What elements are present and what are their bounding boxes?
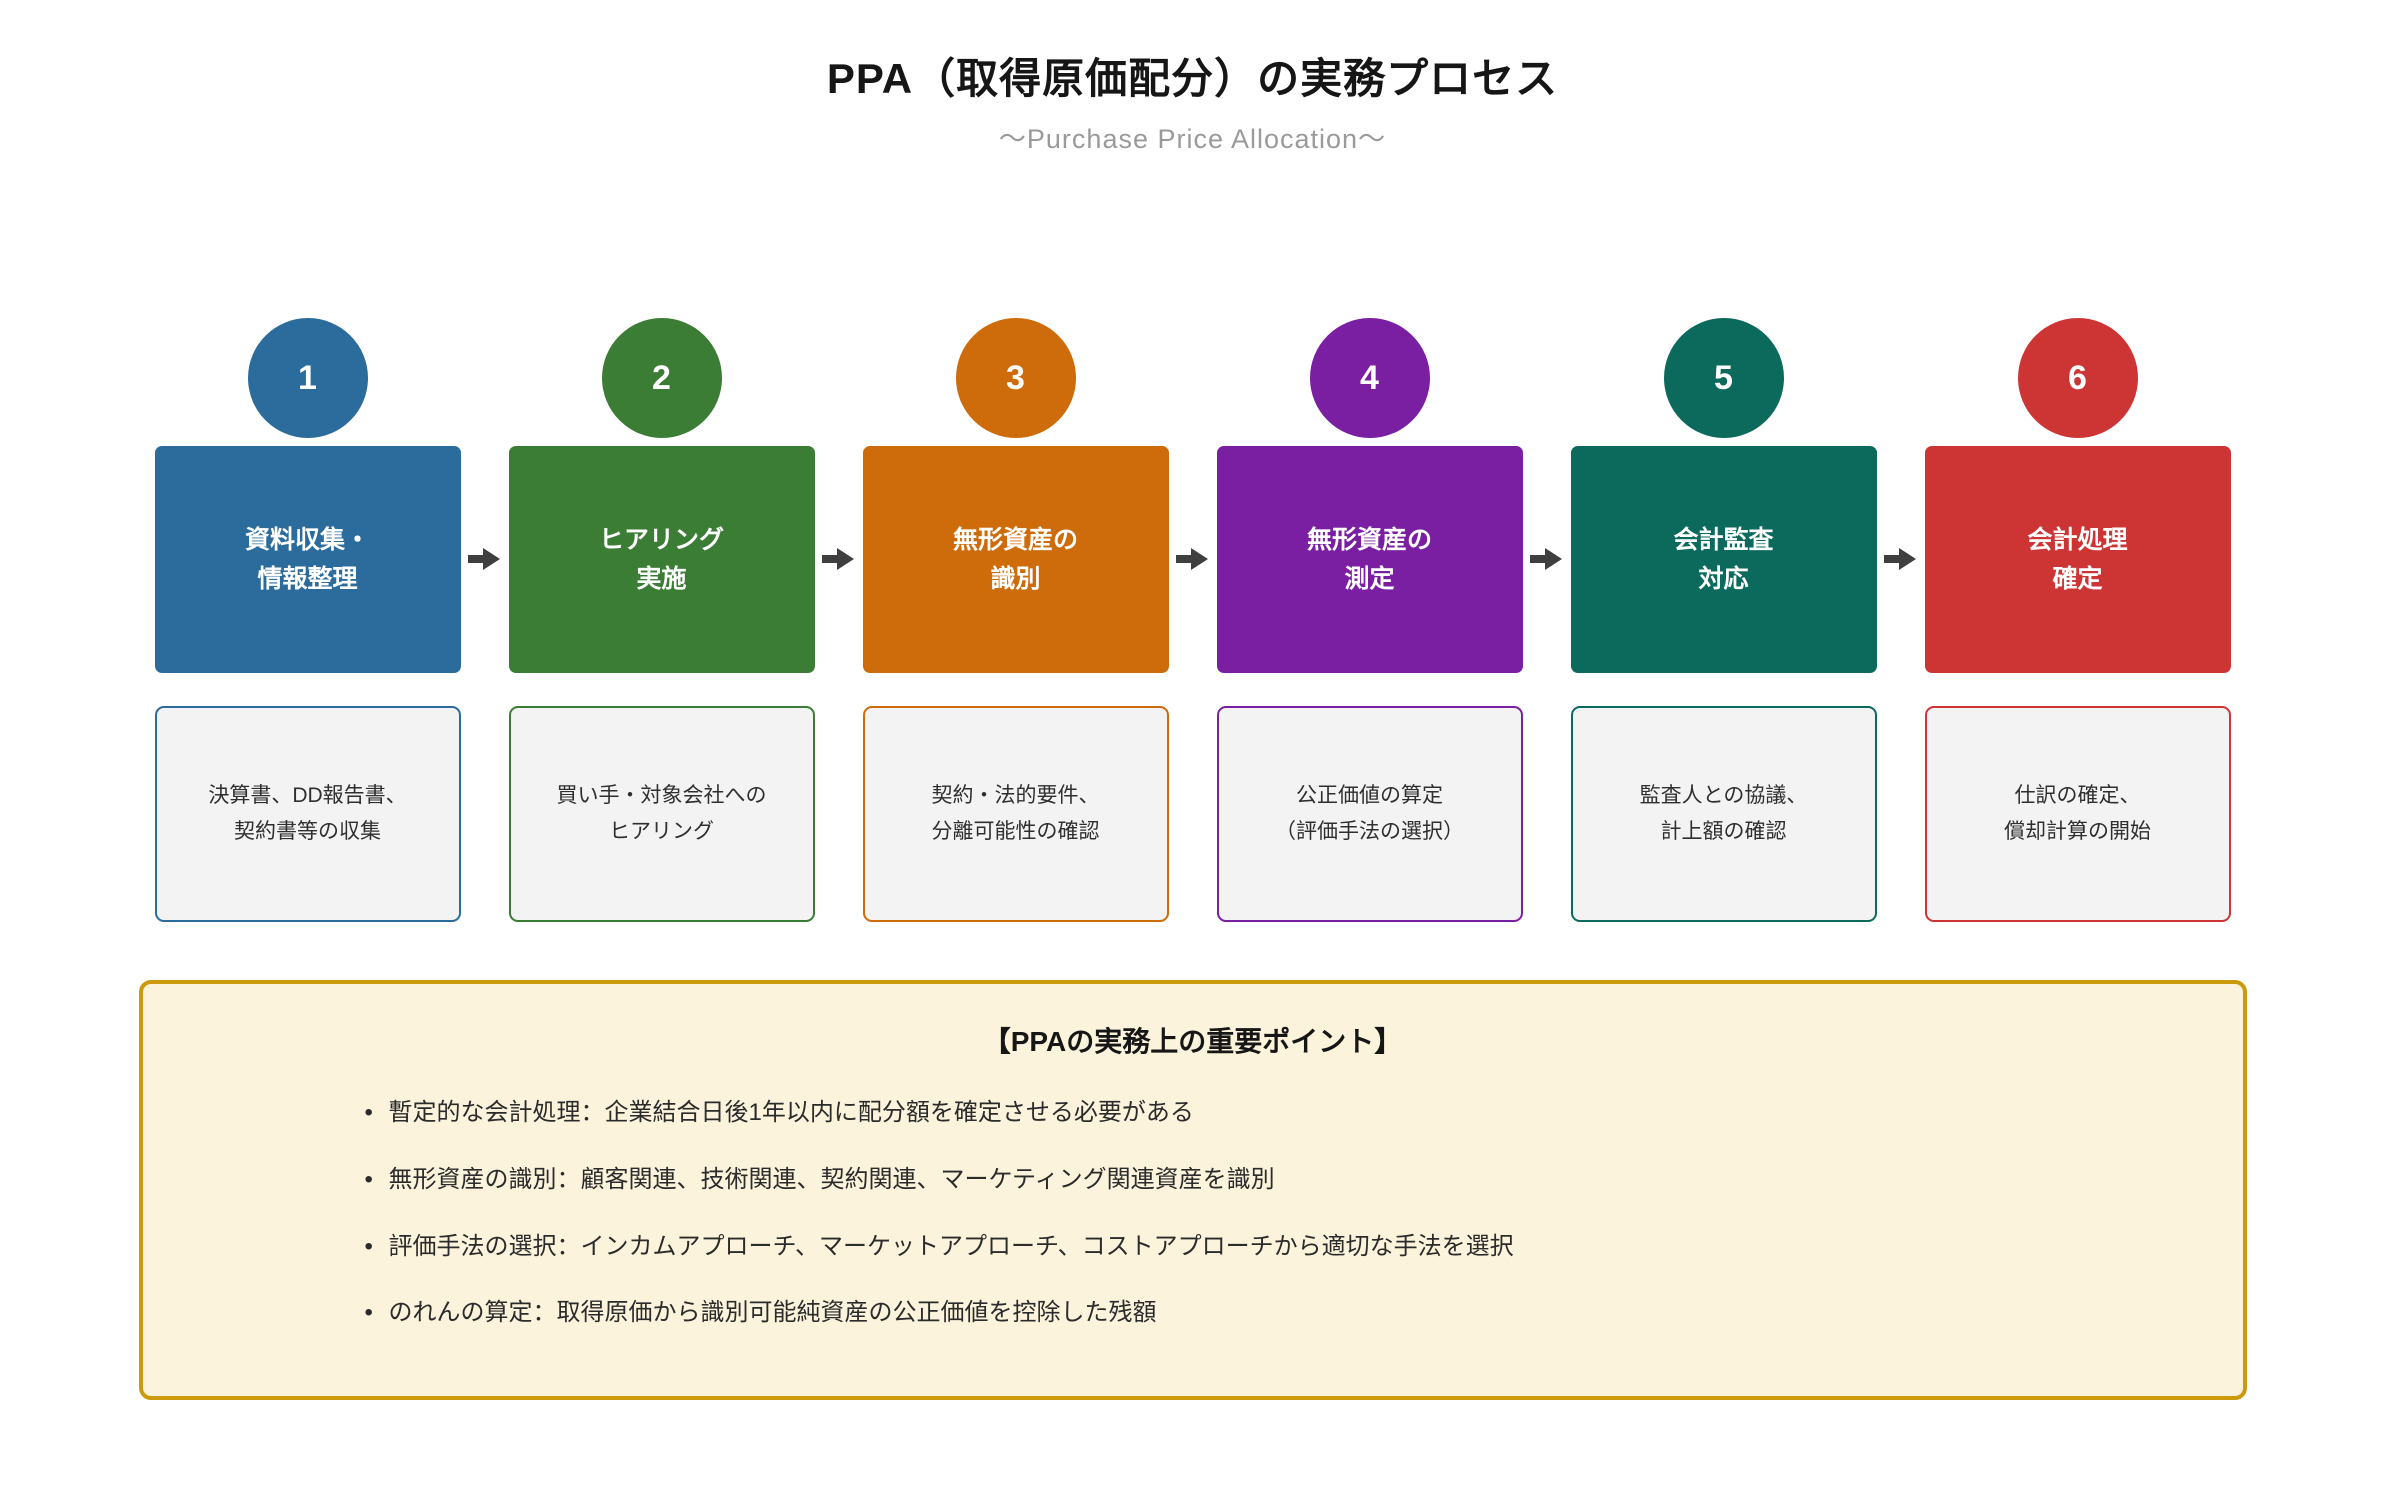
- step-desc: 契約・法的要件、 分離可能性の確認: [932, 778, 1100, 849]
- step-desc-line: 監査人との協議、: [1639, 784, 1808, 808]
- step-desc: 公正価値の算定 （評価手法の選択）: [1275, 778, 1464, 849]
- step-desc-line: 契約書等の収集: [234, 820, 381, 843]
- step-number-badge: 1: [247, 318, 368, 438]
- step-desc-line: 契約・法的要件、: [931, 784, 1100, 808]
- step-column-4: 4 無形資産の 測定 公正価値の算定 （評価手法の選択）: [1216, 318, 1523, 922]
- step-title-line: 資料収集・: [244, 525, 370, 554]
- step-title: 資料収集・ 情報整理: [245, 521, 370, 599]
- step-title-line: 会計処理: [2027, 525, 2128, 554]
- step-title-line: ヒアリング: [598, 525, 724, 554]
- step-desc-box: 買い手・対象会社への ヒアリング: [508, 706, 815, 922]
- step-desc-line: 買い手・対象会社への: [556, 784, 767, 808]
- step-title-line: 会計監査: [1673, 525, 1774, 554]
- key-points-title: 【PPAの実務上の重要ポイント】: [982, 1026, 1403, 1057]
- page-title: PPA（取得原価配分）の実務プロセス: [826, 55, 1559, 102]
- step-desc-line: 分離可能性の確認: [931, 820, 1100, 843]
- step-column-2: 2 ヒアリング 実施 買い手・対象会社への ヒアリング: [508, 318, 815, 922]
- step-title-box: 資料収集・ 情報整理: [154, 446, 461, 673]
- step-number-badge: 2: [601, 318, 722, 438]
- arrow-right-icon: [821, 548, 854, 570]
- step-title: 会計処理 確定: [2027, 521, 2127, 599]
- step-column-1: 1 資料収集・ 情報整理 決算書、DD報告書、 契約書等の収集: [154, 318, 461, 922]
- step-connector: [1169, 547, 1217, 571]
- process-steps-row: 1 資料収集・ 情報整理 決算書、DD報告書、 契約書等の収集: [0, 318, 2385, 922]
- step-number-badge: 5: [1663, 318, 1784, 438]
- step-number: 2: [652, 358, 671, 397]
- step-title: 会計監査 対応: [1673, 521, 1773, 599]
- step-connector: [1877, 547, 1925, 571]
- page-subtitle: ～Purchase Price Allocation～: [998, 124, 1387, 154]
- key-points-panel: 【PPAの実務上の重要ポイント】 暫定的な会計処理：企業結合日後1年以内に配分額…: [138, 980, 2247, 1400]
- arrow-right-icon: [1529, 548, 1562, 570]
- step-desc: 買い手・対象会社への ヒアリング: [557, 778, 767, 849]
- step-desc-line: 計上額の確認: [1660, 820, 1787, 843]
- step-title: 無形資産の 識別: [953, 521, 1078, 599]
- step-desc-line: 公正価値の算定: [1296, 784, 1443, 808]
- key-point-item: 無形資産の識別：顧客関連、技術関連、契約関連、マーケティング関連資産を識別: [363, 1163, 2183, 1197]
- step-desc: 仕訳の確定、 償却計算の開始: [2004, 778, 2151, 849]
- key-point-item: のれんの算定：取得原価から識別可能純資産の公正価値を控除した残額: [363, 1296, 2183, 1330]
- step-title-line: 情報整理: [257, 564, 358, 593]
- key-points-list: 暫定的な会計処理：企業結合日後1年以内に配分額を確定させる必要がある 無形資産の…: [203, 1096, 2183, 1329]
- step-number-badge: 6: [2017, 318, 2138, 438]
- step-desc-box: 仕訳の確定、 償却計算の開始: [1924, 706, 2231, 922]
- step-title-box: 会計監査 対応: [1570, 446, 1877, 673]
- diagram-header: PPA（取得原価配分）の実務プロセス ～Purchase Price Alloc…: [0, 0, 2385, 153]
- step-number: 4: [1360, 358, 1379, 397]
- step-desc-line: （評価手法の選択）: [1275, 820, 1464, 843]
- step-desc-box: 公正価値の算定 （評価手法の選択）: [1216, 706, 1523, 922]
- step-desc-box: 監査人との協議、 計上額の確認: [1570, 706, 1877, 922]
- step-title-line: 確定: [2052, 564, 2103, 593]
- arrow-right-icon: [1883, 548, 1916, 570]
- step-desc: 決算書、DD報告書、 契約書等の収集: [208, 778, 406, 849]
- step-title-line: 無形資産の: [1306, 525, 1432, 554]
- step-desc-box: 決算書、DD報告書、 契約書等の収集: [154, 706, 461, 922]
- step-desc-line: 償却計算の開始: [2004, 820, 2151, 843]
- step-title-box: ヒアリング 実施: [508, 446, 815, 673]
- step-title-line: 識別: [990, 564, 1041, 593]
- step-connector: [461, 547, 509, 571]
- step-title-box: 無形資産の 測定: [1216, 446, 1523, 673]
- step-connector: [1523, 547, 1571, 571]
- arrow-right-icon: [1175, 548, 1208, 570]
- arrow-right-icon: [467, 548, 500, 570]
- step-desc-box: 契約・法的要件、 分離可能性の確認: [862, 706, 1169, 922]
- step-number: 1: [298, 358, 317, 397]
- step-desc: 監査人との協議、 計上額の確認: [1640, 778, 1808, 849]
- step-title-line: 無形資産の: [952, 525, 1078, 554]
- key-point-item: 評価手法の選択：インカムアプローチ、マーケットアプローチ、コストアプローチから適…: [363, 1230, 2183, 1264]
- step-desc-line: 仕訳の確定、: [2014, 784, 2141, 808]
- step-title-line: 測定: [1344, 564, 1395, 593]
- key-point-item: 暫定的な会計処理：企業結合日後1年以内に配分額を確定させる必要がある: [363, 1096, 2183, 1130]
- step-column-5: 5 会計監査 対応 監査人との協議、 計上額の確認: [1570, 318, 1877, 922]
- step-title-line: 対応: [1698, 564, 1749, 593]
- step-number: 6: [2068, 358, 2087, 397]
- step-number: 3: [1006, 358, 1025, 397]
- step-title-box: 無形資産の 識別: [862, 446, 1169, 673]
- step-title-box: 会計処理 確定: [1924, 446, 2231, 673]
- step-column-6: 6 会計処理 確定 仕訳の確定、 償却計算の開始: [1924, 318, 2231, 922]
- step-title: 無形資産の 測定: [1307, 521, 1432, 599]
- step-column-3: 3 無形資産の 識別 契約・法的要件、 分離可能性の確認: [862, 318, 1169, 922]
- step-desc-line: 決算書、DD報告書、: [208, 784, 407, 808]
- step-connector: [815, 547, 863, 571]
- step-number: 5: [1714, 358, 1733, 397]
- step-number-badge: 4: [1309, 318, 1430, 438]
- step-title: ヒアリング 実施: [599, 521, 724, 599]
- step-title-line: 実施: [636, 564, 687, 593]
- step-number-badge: 3: [955, 318, 1076, 438]
- step-desc-line: ヒアリング: [609, 820, 714, 843]
